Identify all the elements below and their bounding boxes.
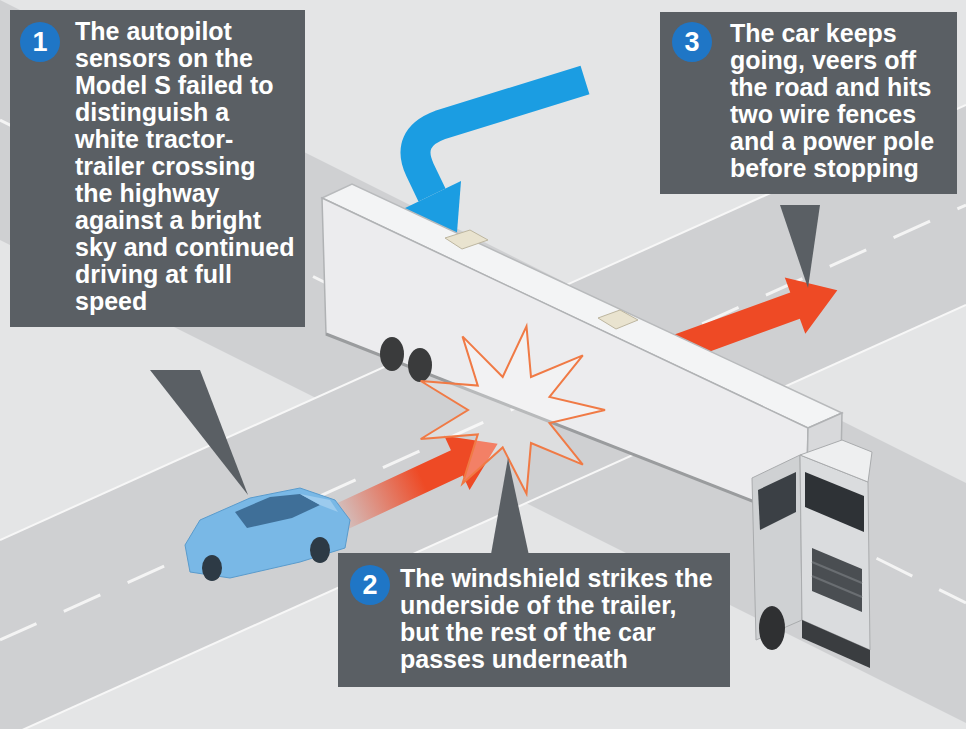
cab-front [800,455,870,650]
grille [812,548,862,612]
callout-number: 2 [350,565,390,605]
wheel [380,337,404,371]
blue-arrow [416,80,586,195]
car-wheel [310,537,330,563]
car-windows [235,494,320,528]
trailer-side [322,198,808,522]
bumper [802,620,870,668]
curb-line [0,305,966,729]
callout-box: The autopilot sensors on the Model S fai… [10,10,305,327]
callout-text: The autopilot sensors on the Model S fai… [75,18,297,315]
wheel [759,606,785,650]
callout-pointer [490,458,530,560]
windshield [805,472,864,532]
roof-unit [598,310,638,329]
wheel [408,348,432,382]
car-hood [300,494,338,512]
side-window [758,472,796,530]
callout-number: 3 [672,22,712,62]
impact-star [421,326,605,493]
grille-bar [812,576,862,597]
callout-pointer [150,370,248,495]
car-wheel [202,555,222,581]
callout-number: 1 [20,22,60,62]
callout-text: The windshield strikes the underside of … [400,565,722,673]
callout-box: The windshield strikes the underside of … [338,553,730,687]
roof-unit [445,230,488,249]
callout-pointer [780,205,820,288]
callout-text: The car keeps going, veers off the road … [730,20,949,182]
